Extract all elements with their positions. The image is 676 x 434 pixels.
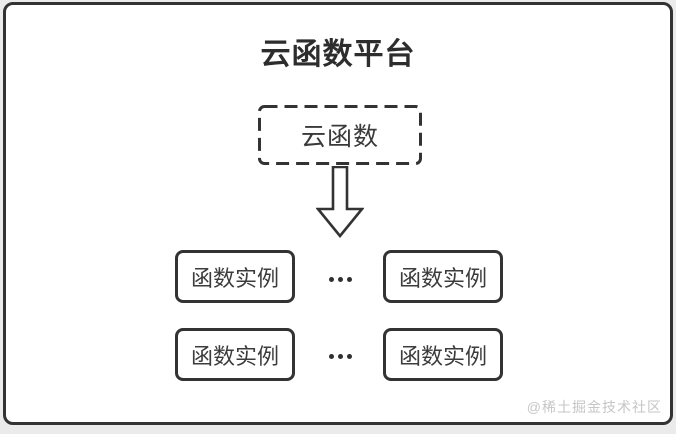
instance-label: 函数实例 [190, 265, 279, 291]
instance-label: 函数实例 [398, 343, 487, 369]
dashed-border [258, 105, 422, 165]
dot [346, 354, 352, 359]
dot [346, 277, 352, 282]
ellipsis-icon [317, 354, 363, 359]
instance-label: 函数实例 [190, 343, 279, 369]
ellipsis-icon [317, 277, 363, 282]
cloud-function-box: 云函数 [258, 105, 422, 165]
down-arrow-icon [316, 166, 364, 238]
cloud-function-label: 云函数 [300, 123, 379, 151]
dot [328, 277, 334, 282]
dot [337, 354, 343, 359]
dot [337, 277, 343, 282]
diagram-card: 云函数平台 云函数 函数实例 函数实例 函数实例 函数实例 @稀土掘金技术社区 [3, 2, 673, 425]
instance-box: 函数实例 [175, 250, 295, 303]
watermark: @稀土掘金技术社区 [526, 399, 662, 415]
instance-label: 函数实例 [398, 265, 487, 291]
instance-box: 函数实例 [175, 328, 295, 381]
instance-box: 函数实例 [383, 250, 503, 303]
dot [328, 354, 334, 359]
instance-box: 函数实例 [383, 328, 503, 381]
diagram-title: 云函数平台 [260, 38, 416, 71]
